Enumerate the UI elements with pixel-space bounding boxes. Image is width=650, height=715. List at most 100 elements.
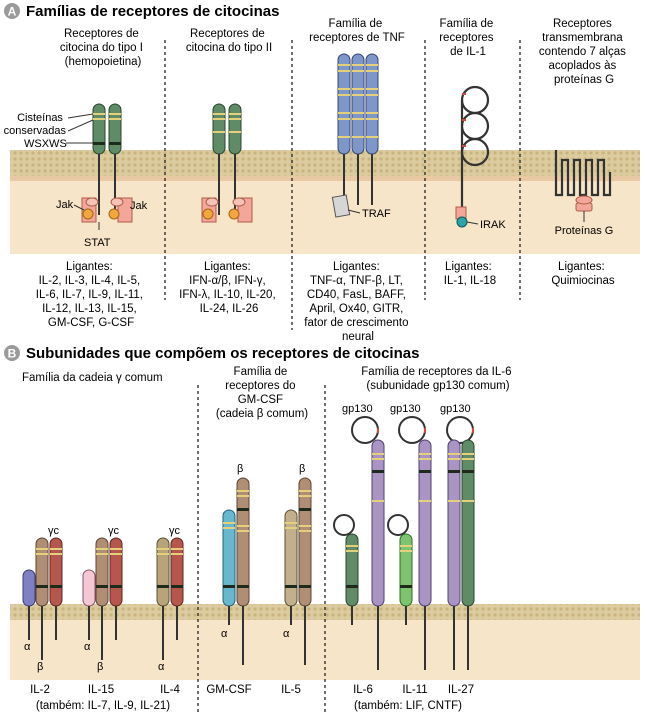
type2-band (213, 113, 225, 115)
type2-band (229, 118, 241, 120)
ligands-il1: Ligantes: IL-1, IL-18 (444, 261, 496, 287)
gammac-label-il4: γc (169, 525, 181, 537)
gammac-label-il15: γc (108, 525, 120, 537)
ligands-type2: Ligantes: IFN-α/β, IFN-γ, IFN-λ, IL-10, … (179, 261, 279, 315)
type1-wsxws-band (93, 142, 105, 145)
type1-cys-band (93, 113, 105, 115)
type2-band (213, 131, 225, 133)
tnf-receptor (331, 53, 379, 218)
group-title-gamma: Família da cadeia γ comum (22, 372, 163, 384)
stat-label: STAT (84, 237, 111, 249)
also-gamma-note: (também: IL-7, IL-9, IL-21) (36, 700, 170, 712)
il27-gp130-chain (447, 439, 461, 607)
traf-leader (347, 209, 361, 214)
section-b-letter: B (8, 347, 17, 361)
type2-stat-left (205, 197, 219, 207)
gmcsf-bands (223, 490, 249, 532)
tnf-chain-1 (337, 53, 351, 155)
alpha-label-gmcsf: α (221, 628, 228, 640)
receptor-label-gmcsf: GM-CSF (206, 684, 251, 696)
gmcsf-alpha-chain (222, 509, 236, 607)
receptor-label-il15: IL-15 (88, 684, 114, 696)
group-title-beta: Família de receptores do GM-CSF (cadeia … (216, 366, 308, 420)
type2-jak-left (202, 208, 214, 220)
type1-cys-band (109, 118, 121, 120)
beta-label-il15: β (97, 661, 103, 673)
family-title-il1: Família de receptores de IL-1 (439, 18, 497, 58)
alpha-label-il5: α (283, 628, 290, 640)
type1-cys-band (93, 118, 105, 120)
irak-label: IRAK (480, 219, 506, 231)
irak (456, 216, 468, 228)
type2-right-chain (228, 103, 242, 155)
il11-gp130-chain (418, 439, 432, 607)
beta-label-il5: β (299, 463, 305, 475)
il11-gp130-ig-loop (398, 416, 426, 444)
il11-alpha-chain (399, 533, 413, 607)
beta-label-gmcsf: β (237, 463, 243, 475)
type2-left-chain (212, 103, 226, 155)
traf-label: TRAF (362, 208, 391, 220)
receptor-label-il11: IL-11 (402, 684, 427, 696)
tnf-chain-3 (365, 53, 379, 155)
jak-left-leader (73, 204, 85, 211)
ligands-tnf: Ligantes: TNF-α, TNF-β, LT, CD40, FasL, … (304, 261, 411, 343)
receptor-label-il4: IL-4 (160, 684, 180, 696)
stat-left (85, 197, 99, 207)
cysteines-label: Cisteínas conservadas (4, 112, 67, 137)
tnf-chain-2 (351, 53, 365, 155)
type1-wsxws-band (109, 142, 121, 145)
il6-alpha-ig-loop (333, 514, 355, 536)
il6-gp130-ig-loop (351, 416, 379, 444)
irak-leader (466, 221, 479, 225)
il6-gp130-chain (371, 439, 385, 607)
family-title-type1: Receptores de citocina do tipo I (hemopo… (60, 28, 146, 68)
cysteines-leader (67, 113, 94, 119)
jak-right-label: Jak (130, 200, 148, 212)
jak-right (108, 208, 120, 220)
family-title-gpcr: Receptores transmembrana contendo 7 alça… (539, 18, 629, 86)
alpha-label-il4: α (158, 661, 165, 673)
il11-receptor (387, 416, 432, 670)
section-b-letter-badge (4, 345, 20, 361)
il4-receptor (156, 537, 184, 660)
gpcr-receptor (554, 150, 612, 222)
section-a: A Famílias de receptores de citocinas Re… (4, 3, 640, 343)
gp130-label-il11: gp130 (390, 403, 421, 415)
receptor-label-il27: IL-27 (448, 684, 474, 696)
cysteines-leader (67, 119, 94, 132)
membrane-b-bilayer (10, 604, 640, 620)
il27-receptor (446, 416, 475, 670)
section-a-title: Famílias de receptores de citocinas (26, 3, 279, 20)
gmcsf-receptor (222, 477, 250, 665)
il5-bands (285, 490, 311, 532)
type1-right-chain (108, 103, 122, 155)
membrane-a-bilayer (10, 150, 640, 180)
type2-stat-right (232, 197, 246, 207)
alpha-label-il2: α (24, 641, 31, 653)
gpcr-7tm (554, 150, 612, 197)
il2-receptor (22, 537, 63, 660)
il5-receptor (284, 477, 312, 665)
type1-receptor (81, 103, 133, 230)
type2-band (213, 118, 225, 120)
il27-gp130-ig-loop (446, 416, 474, 444)
il6-receptor (333, 416, 385, 670)
section-a-letter: A (8, 5, 17, 19)
gammac-label-il2: γc (48, 525, 60, 537)
type1-cys-band (109, 113, 121, 115)
alpha-label-il15: α (84, 641, 91, 653)
family-title-type2: Receptores de citocina do tipo II (186, 28, 272, 54)
il27-second-chain (461, 439, 475, 607)
type2-band (229, 131, 241, 133)
g-proteins-label: Proteínas G (555, 225, 614, 237)
ligands-gpcr: Ligantes: Quimiocinas (551, 261, 615, 287)
jak-left-label: Jak (56, 199, 74, 211)
traf-box (331, 194, 351, 218)
section-a-letter-badge (4, 3, 20, 19)
membrane-a-outer-edge (10, 176, 640, 181)
type2-band (229, 113, 241, 115)
beta-label-il2: β (37, 661, 43, 673)
il5-alpha-chain (284, 509, 298, 607)
